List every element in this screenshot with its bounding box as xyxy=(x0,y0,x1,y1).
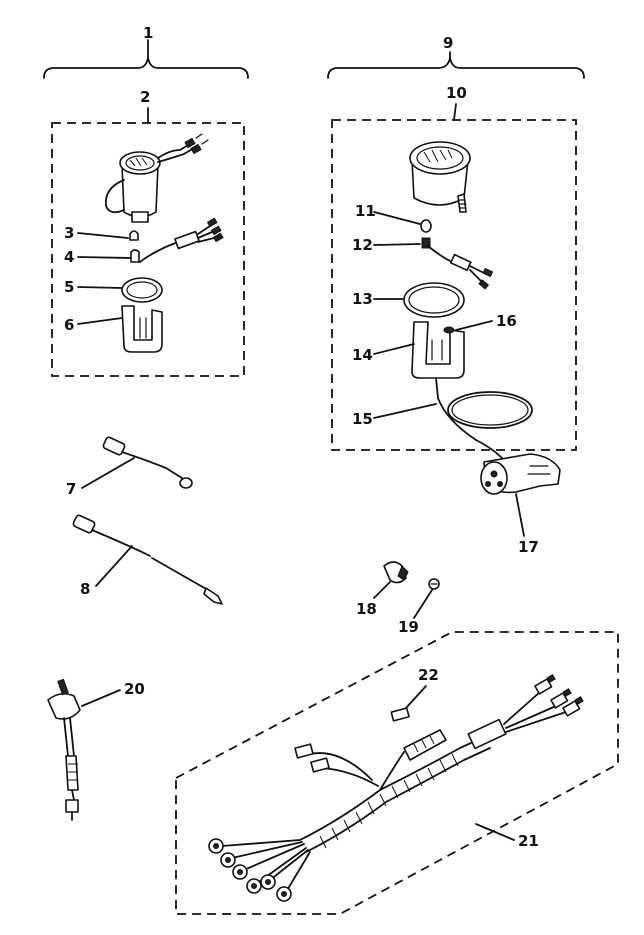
callout-8: 8 xyxy=(80,580,90,598)
callout-15: 15 xyxy=(352,410,373,428)
group-9-brace xyxy=(327,51,585,79)
lead-wire-part-8 xyxy=(72,514,223,605)
callout-7: 7 xyxy=(66,480,76,498)
screw-part-19 xyxy=(428,578,440,590)
callout-10: 10 xyxy=(446,84,467,102)
switch-part-20 xyxy=(47,678,81,821)
pitot-pickup-part-17 xyxy=(480,453,561,495)
lead-wire-part-7 xyxy=(102,436,193,489)
callout-13: 13 xyxy=(352,290,373,308)
callout-19: 19 xyxy=(398,618,419,636)
tachometer-gauge-part xyxy=(104,133,209,223)
speedometer-gauge-part xyxy=(409,141,471,213)
callout-4: 4 xyxy=(64,248,74,266)
callout-12: 12 xyxy=(352,236,373,254)
callout-21: 21 xyxy=(518,832,539,850)
callout-2: 2 xyxy=(140,88,150,106)
fuse-part-22 xyxy=(390,707,410,722)
gauge-lead-wire-part xyxy=(139,217,224,263)
callout-20: 20 xyxy=(124,680,145,698)
callout-11: 11 xyxy=(355,202,376,220)
callout-5: 5 xyxy=(64,278,74,296)
gauge-ring-part xyxy=(121,277,163,303)
callout-22: 22 xyxy=(418,666,439,684)
clamp-part-18 xyxy=(383,561,409,584)
callout-3: 3 xyxy=(64,224,74,242)
callout-16: 16 xyxy=(496,312,517,330)
callout-14: 14 xyxy=(352,346,373,364)
mounting-bracket-part-14 xyxy=(411,321,465,399)
lead-wire-part-12 xyxy=(421,237,494,290)
group-1-brace xyxy=(43,39,249,79)
callout-17: 17 xyxy=(518,538,539,556)
mounting-bracket-part xyxy=(121,305,163,353)
bulb-part xyxy=(129,230,139,241)
wiring-harness-part-21 xyxy=(208,674,584,902)
callout-9: 9 xyxy=(443,34,453,52)
screw-part-16 xyxy=(443,326,455,334)
bulb-socket-part xyxy=(130,249,140,263)
gauge-ring-part-13 xyxy=(403,282,465,318)
callout-18: 18 xyxy=(356,600,377,618)
callout-1: 1 xyxy=(143,24,153,42)
callout-6: 6 xyxy=(64,316,74,334)
bulb-part-11 xyxy=(420,219,432,233)
